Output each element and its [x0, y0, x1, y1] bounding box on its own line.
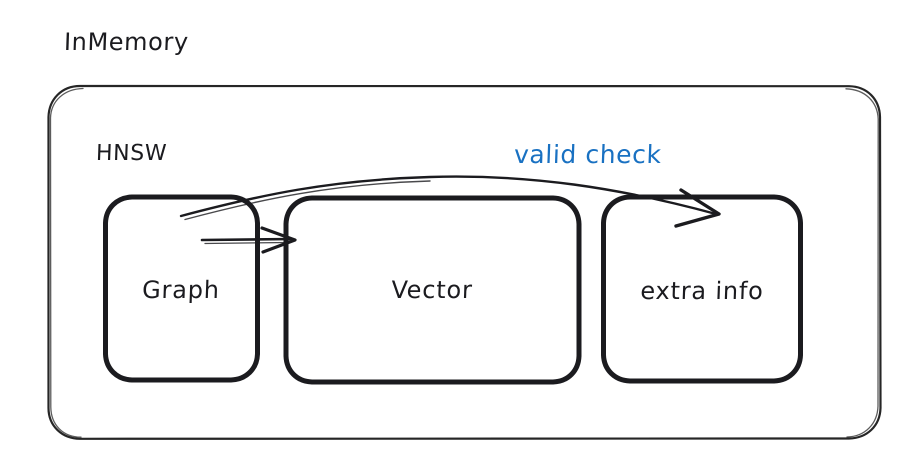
box-label-extra-info: extra info — [639, 277, 765, 305]
vector-box-shape[interactable] — [283, 195, 582, 385]
inmemory-container-shape — [47, 84, 882, 440]
box-label-graph: Graph — [141, 276, 221, 304]
annotation-valid-check: valid check — [513, 140, 663, 169]
valid-check-arrow — [179, 175, 721, 228]
page-title: InMemory — [63, 28, 190, 56]
graph-to-vector-arrow — [200, 226, 297, 254]
container-label-hnsw: HNSW — [95, 141, 168, 166]
box-label-vector: Vector — [390, 276, 474, 304]
extra-info-box-shape[interactable] — [601, 194, 803, 384]
